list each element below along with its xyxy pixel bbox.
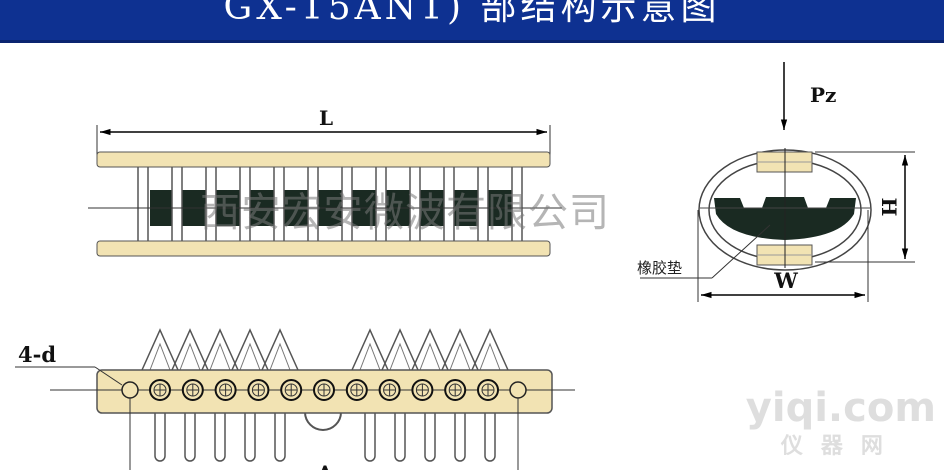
side-view: 4-d A (15, 328, 575, 470)
rubber-pad-label: 橡胶垫 (637, 259, 682, 277)
coil-leg (244, 412, 256, 462)
coil-wire (411, 328, 449, 371)
coil-wire (261, 328, 299, 371)
coil-wire (381, 328, 419, 371)
height-label: H (877, 198, 901, 217)
coil-leg (484, 412, 496, 462)
coil-wire (149, 342, 171, 371)
coil-wire (179, 342, 201, 371)
coil-wire (471, 328, 509, 371)
mounting-hole (509, 381, 527, 399)
top-rail (96, 151, 551, 168)
coil-loop (137, 159, 149, 251)
page-title: GX-15AN1) 部结构示意图 (223, 0, 721, 28)
coil-leg (454, 412, 466, 462)
coil-leg (274, 412, 286, 462)
site-watermark: yiqi.com 仪器网 (746, 388, 936, 460)
coil-loop (171, 159, 183, 251)
length-label: L (319, 106, 333, 130)
company-watermark: 西安宏安微波有限公司 (200, 190, 610, 236)
coil-leg (214, 412, 226, 462)
coil-wire (141, 328, 179, 371)
coil-leg (424, 412, 436, 462)
coil-wire (359, 342, 381, 371)
coil-wire (449, 342, 471, 371)
coil-wire (201, 328, 239, 371)
coil-wire (239, 342, 261, 371)
coil-wire (269, 342, 291, 371)
mounting-hole (121, 381, 139, 399)
coil-wire (479, 342, 501, 371)
coil-wire (351, 328, 389, 371)
coil-wire (231, 328, 269, 371)
site-watermark-en: yiqi.com (745, 385, 936, 431)
coil-wire (441, 328, 479, 371)
end-view: Pz H W 橡胶垫 (637, 62, 915, 302)
coil-wire (419, 342, 441, 371)
site-watermark-cn: 仪器网 (780, 434, 901, 459)
width-label: W (773, 268, 798, 293)
coil-leg (184, 412, 196, 462)
coil-leg (394, 412, 406, 462)
load-label: Pz (810, 83, 836, 107)
hole-spacing-label: A (315, 462, 334, 470)
bottom-rail (96, 240, 551, 257)
title-banner: GX-15AN1) 部结构示意图 (0, 0, 944, 43)
coil-leg (364, 412, 376, 462)
coil-wire (389, 342, 411, 371)
coil-wire (209, 342, 231, 371)
coil-leg (154, 412, 166, 462)
top-view: L (88, 106, 562, 257)
holes-label: 4-d (18, 342, 56, 367)
coil-wire (171, 328, 209, 371)
